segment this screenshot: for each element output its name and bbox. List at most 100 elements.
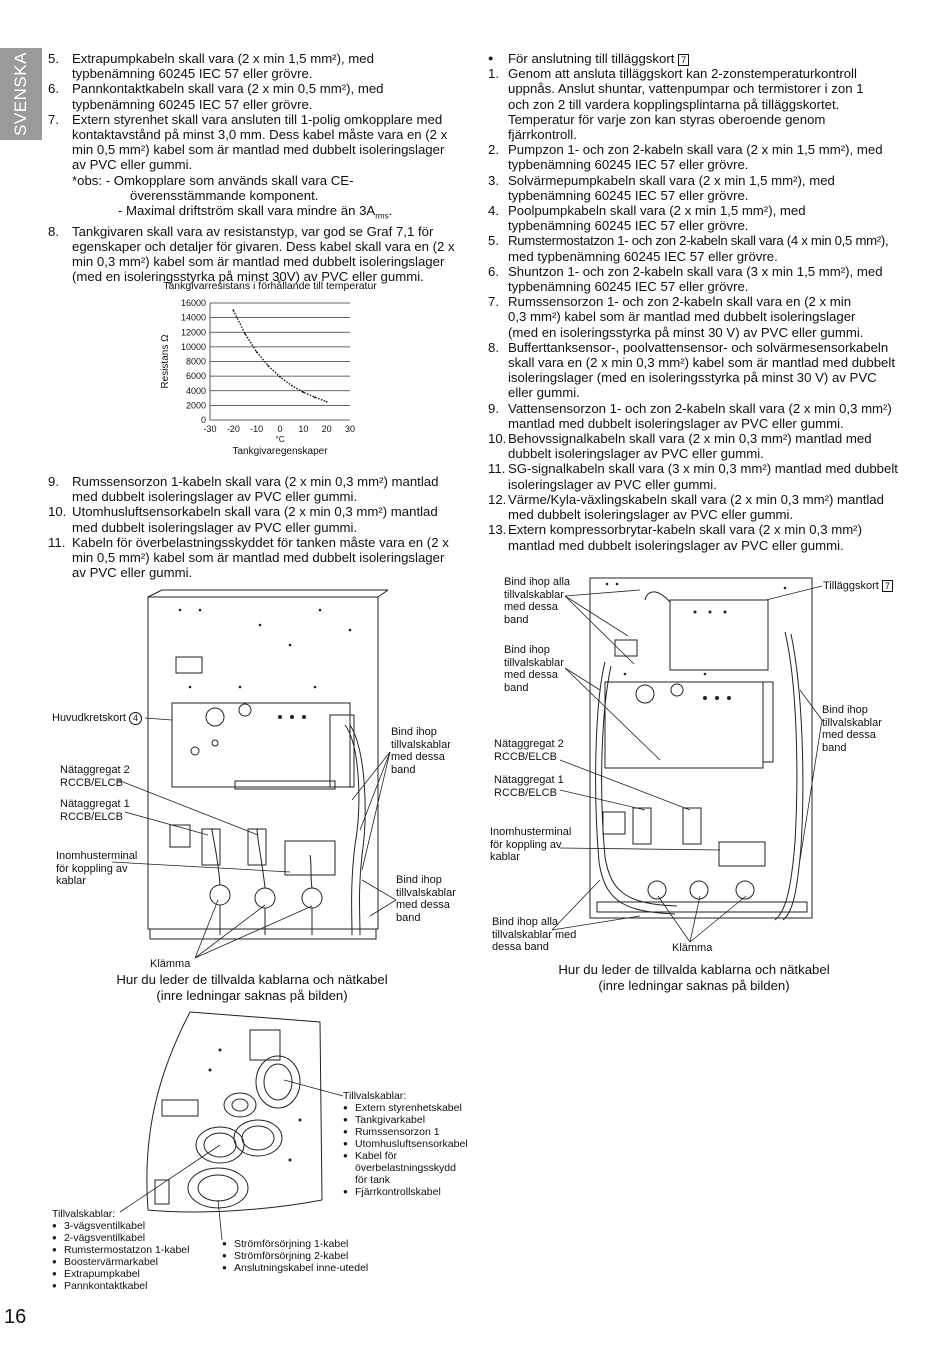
label-line: band	[822, 741, 847, 754]
item-line: Behovssignalkabeln skall vara (2 x min 0…	[508, 431, 872, 447]
y-tick-label: 12000	[181, 327, 206, 337]
x-axis-label: Tankgivaregenskaper	[232, 446, 328, 457]
label-tillaggskort: Tilläggskort 7	[823, 580, 893, 593]
list-item: Pannkontaktkabel	[52, 1280, 202, 1292]
label-huvudkretskort: Huvudkretskort 4	[52, 712, 143, 725]
data-point	[255, 351, 258, 353]
item-line: (med en isoleringsstyrka på minst 30 V) …	[508, 324, 864, 340]
list-item: Anslutningskabel inne-utedel	[222, 1262, 412, 1274]
list-item: Boostervärmarkabel	[52, 1256, 202, 1268]
list-item: 7. Extern styrenhet skall vara ansluten …	[48, 112, 468, 224]
item-line: Shuntzon 1- och zon 2-kabeln skall vara …	[508, 263, 883, 279]
item-line: med dubbelt isoleringslager av PVC eller…	[508, 507, 794, 523]
label-line: kablar	[490, 851, 520, 863]
list-item: 2. Pumpzon 1- och zon 2-kabeln skall var…	[488, 142, 908, 172]
label-line: kablar	[56, 875, 86, 887]
item-number: 11.	[488, 461, 506, 477]
item-line: 0,3 mm²) kabel som är mantlad med dubbel…	[508, 309, 856, 325]
x-tick-label: -10	[250, 424, 263, 434]
item-line: (med en isoleringsstyrka på minst 30V) a…	[72, 269, 424, 285]
item-line: med dubbelt isoleringslager av PVC eller…	[72, 519, 358, 535]
y-tick-label: 16000	[181, 298, 206, 308]
item-number: 12.	[488, 491, 507, 507]
item-line: min 0,5 mm²) kabel som är mantlad med du…	[72, 142, 445, 158]
item-line: mantlad med dubbelt isoleringslager av P…	[508, 537, 844, 553]
label-line: Bind ihop	[391, 726, 437, 738]
item-line: skall vara en (2 x min 0,3 mm²) kabel so…	[508, 355, 895, 371]
label-line: Bind ihop alla	[492, 916, 559, 928]
y-tick-label: 2000	[186, 400, 206, 410]
item-line: typbenämning 60245 IEC 57 eller grövre.	[508, 187, 749, 203]
item-number: 7.	[48, 111, 59, 127]
list-item: 2-vägsventilkabel	[52, 1232, 202, 1244]
label-line: med dessa	[822, 729, 876, 741]
list-item: 5. Extrapumpkabeln skall vara (2 x min 1…	[48, 51, 468, 81]
power-cables-list: Strömförsörjning 1-kabel Strömförsörjnin…	[222, 1238, 412, 1274]
item-line: Rumstermostatzon 1- och zon 2-kabeln ska…	[508, 233, 889, 249]
list-item: 13. Extern kompressorbrytar-kabeln skall…	[488, 522, 908, 552]
item-number: 8.	[48, 223, 59, 239]
data-point	[244, 332, 246, 335]
label-line: band	[396, 911, 421, 924]
label-line: RCCB/ELCB	[60, 810, 123, 823]
label-natagg1-right: Nätaggregat 1 RCCB/ELCB	[494, 774, 564, 799]
x-tick-label: 10	[298, 424, 308, 434]
addon-board	[669, 599, 769, 671]
label-line: Bind ihop	[396, 874, 442, 886]
item-line: typbenämning 60245 IEC 57 eller grövre.	[508, 279, 749, 295]
item-line: Bufferttanksensor-, poolvattensensor- oc…	[508, 339, 889, 355]
label-line: tillvalskablar	[822, 716, 882, 729]
bullet-text: För anslutning till tilläggskort	[508, 51, 675, 66]
list-item: 6. Pannkontaktkabeln skall vara (2 x min…	[48, 81, 468, 111]
item-line: Värme/Kyla-växlingskabeln skall vara (2 …	[508, 491, 884, 507]
label-line: Nätaggregat 2	[60, 764, 130, 776]
item-line: och zon 2 till vardera kopplingsplintarn…	[508, 96, 840, 112]
optional-cables-right: Tillvalskablar: Extern styrenhetskabel T…	[343, 1090, 513, 1198]
caption-line: Hur du leder de tillvalda kablarna och n…	[558, 962, 830, 977]
label-line: med dessa	[504, 669, 558, 681]
y-tick-label: 6000	[186, 371, 206, 381]
caption-line: (inre ledningar saknas på bilden)	[156, 988, 348, 1003]
list-item: 3-vägsventilkabel	[52, 1220, 202, 1232]
list-item: 1. Genom att ansluta tilläggskort kan 2-…	[488, 66, 908, 142]
label-line: med dessa	[396, 899, 450, 911]
language-tab: SVENSKA	[0, 48, 42, 140]
item-line: fjärrkontroll.	[508, 127, 577, 143]
item-line: typbenämning 60245 IEC 57 eller grövre.	[72, 66, 313, 82]
item-number: 7.	[488, 294, 499, 310]
item-line: dubbelt isoleringslager av PVC eller gum…	[508, 446, 764, 462]
list-item: 6. Shuntzon 1- och zon 2-kabeln skall va…	[488, 264, 908, 294]
item-line: Solvärmepumpkabeln skall vara (2 x min 1…	[508, 172, 835, 188]
label-line: band	[504, 613, 529, 626]
data-point	[232, 309, 235, 312]
list-item: Extrapumpkabel	[52, 1268, 202, 1280]
label-line: RCCB/ELCB	[494, 750, 557, 763]
data-point	[290, 384, 293, 387]
list-item: 3. Solvärmepumpkabeln skall vara (2 x mi…	[488, 173, 908, 203]
label-line: RCCB/ELCB	[60, 776, 123, 789]
item-number: 3.	[488, 172, 499, 188]
note-line: överensstämmande komponent.	[130, 187, 319, 203]
item-line: typbenämning 60245 IEC 57 eller grövre.	[508, 218, 749, 234]
bullet-heading: ● För anslutning till tilläggskort 7	[488, 51, 908, 66]
chart-plot: 0200040006000800010000120001400016000-30…	[160, 298, 355, 457]
label-line: band	[504, 681, 529, 694]
right-wiring-diagram	[589, 577, 813, 921]
label-natagg1-left: Nätaggregat 1 RCCB/ELCB	[60, 798, 130, 823]
left-column-top: 5. Extrapumpkabeln skall vara (2 x min 1…	[48, 51, 468, 285]
item-line: typbenämning 60245 IEC 57 eller grövre.	[508, 157, 749, 173]
page-number: 16	[4, 1306, 27, 1328]
label-line: RCCB/ELCB	[494, 786, 557, 799]
item-line: Poolpumpkabeln skall vara (2 x min 1,5 m…	[508, 203, 806, 219]
x-tick-label: -30	[203, 424, 216, 434]
list-item: 8. Tankgivaren skall vara av resistansty…	[48, 224, 468, 285]
list-item: Utomhusluftsensorkabel	[343, 1138, 513, 1150]
item-number: 10.	[488, 431, 507, 447]
ref-box: 7	[881, 580, 893, 592]
item-line: egenskaper och detaljer för givaren. Des…	[72, 239, 455, 255]
label-line: tillvalskablar	[396, 886, 456, 899]
note-prefix: *obs:	[72, 172, 103, 188]
x-tick-label: 0	[277, 424, 282, 434]
